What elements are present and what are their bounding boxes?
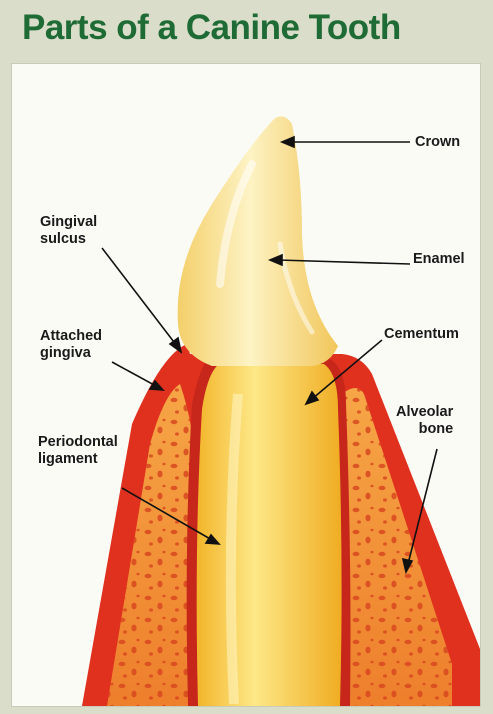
diagram-panel: Crown Enamel Gingival sulcus Cementum At…: [12, 64, 480, 706]
tooth-crown: [178, 116, 338, 366]
label-attached-gingiva: Attached gingiva: [40, 328, 102, 362]
label-alveolar-bone: Alveolar bone: [396, 404, 453, 438]
label-periodontal-ligament: Periodontal ligament: [38, 434, 118, 468]
label-enamel: Enamel: [413, 251, 465, 268]
page-title: Parts of a Canine Tooth: [22, 8, 401, 48]
label-gingival-sulcus: Gingival sulcus: [40, 214, 97, 248]
label-cementum: Cementum: [384, 326, 459, 343]
label-crown: Crown: [415, 134, 460, 151]
canine-tooth-illustration: [12, 64, 480, 706]
tooth-root: [197, 362, 342, 706]
